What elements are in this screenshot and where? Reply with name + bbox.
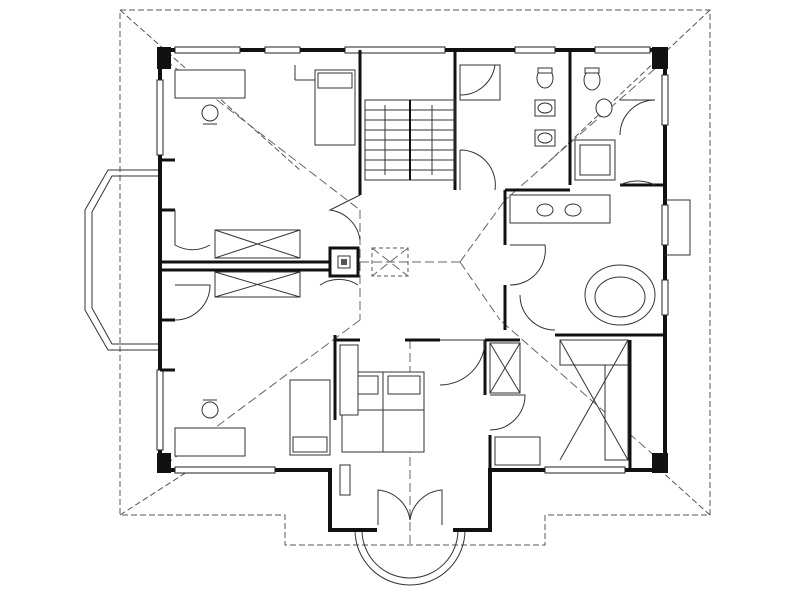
bed-icon bbox=[289, 379, 331, 456]
sink-icon bbox=[564, 203, 582, 217]
wardrobe-icon bbox=[339, 344, 359, 416]
door-swing-icon bbox=[459, 149, 496, 191]
shower-icon bbox=[459, 64, 501, 101]
window-icon bbox=[174, 466, 276, 474]
window-icon bbox=[544, 466, 626, 474]
door-swing-icon bbox=[377, 489, 443, 525]
windows bbox=[156, 46, 669, 474]
bed-icon bbox=[294, 65, 356, 146]
chair-icon bbox=[201, 399, 219, 419]
door-swing-icon bbox=[509, 244, 546, 286]
door-swing-icon bbox=[519, 294, 556, 331]
window-icon bbox=[514, 46, 556, 54]
window-icon bbox=[156, 369, 164, 451]
door-swing-icon bbox=[174, 284, 211, 321]
east-balcony bbox=[665, 199, 691, 256]
door-swing-icon bbox=[174, 210, 211, 251]
bay-window-west bbox=[84, 169, 160, 351]
wardrobe-icon bbox=[604, 364, 629, 461]
room-bedroom-south-west bbox=[174, 271, 359, 457]
window-icon bbox=[344, 46, 446, 54]
window-icon bbox=[661, 279, 669, 316]
window-icon bbox=[156, 79, 164, 156]
room-bedroom-north-west bbox=[174, 65, 361, 259]
window-icon bbox=[264, 46, 301, 54]
staircase-icon bbox=[364, 99, 456, 181]
wardrobe-icon bbox=[494, 436, 541, 466]
sink-icon bbox=[534, 129, 556, 147]
window-icon bbox=[174, 46, 241, 54]
door-swing-icon bbox=[619, 180, 656, 186]
window-icon bbox=[594, 46, 651, 54]
desk-icon bbox=[174, 69, 246, 99]
window-icon bbox=[661, 204, 669, 246]
room-bathroom-north bbox=[459, 64, 556, 191]
shower-icon bbox=[574, 139, 616, 181]
room-bathroom-east bbox=[509, 194, 656, 331]
sink-icon bbox=[534, 99, 556, 117]
bidet-icon bbox=[595, 98, 613, 118]
toilet-icon bbox=[583, 67, 601, 91]
window-icon bbox=[661, 74, 669, 126]
toilet-icon bbox=[536, 67, 554, 89]
room-dressing-room bbox=[489, 339, 629, 466]
door-swing-icon bbox=[619, 99, 656, 136]
skylight-icon bbox=[371, 247, 409, 277]
chimney-icon bbox=[328, 246, 360, 278]
bathtub-icon bbox=[584, 264, 656, 326]
wardrobe-icon bbox=[559, 339, 629, 366]
bay-window-south bbox=[354, 529, 466, 586]
room-master-bedroom bbox=[339, 339, 486, 525]
door-swing-icon bbox=[319, 278, 359, 286]
door-swing-icon bbox=[328, 194, 361, 241]
desk-icon bbox=[174, 427, 246, 457]
room-wc-north-east bbox=[574, 67, 656, 186]
door-swing-icon bbox=[439, 339, 486, 386]
door-swing-icon bbox=[489, 394, 526, 431]
sink-icon bbox=[536, 203, 554, 217]
chair-icon bbox=[201, 104, 219, 125]
